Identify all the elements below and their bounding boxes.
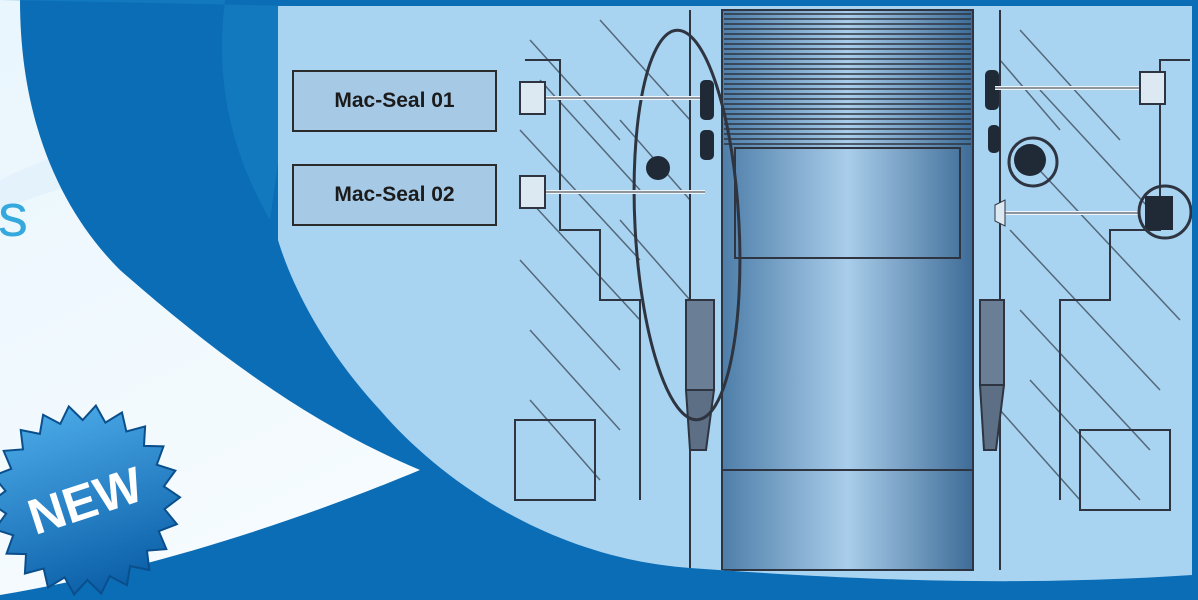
technical-drawing bbox=[514, 10, 1190, 570]
seal-cylinder bbox=[519, 9, 1192, 571]
callout-label-mac-seal-01: Mac-Seal 01 bbox=[292, 70, 497, 132]
heading-fragment: s bbox=[0, 182, 28, 249]
swoosh-highlight bbox=[0, 0, 300, 220]
callout-label-mac-seal-02: Mac-Seal 02 bbox=[292, 164, 497, 226]
new-badge: NEW bbox=[0, 403, 182, 597]
